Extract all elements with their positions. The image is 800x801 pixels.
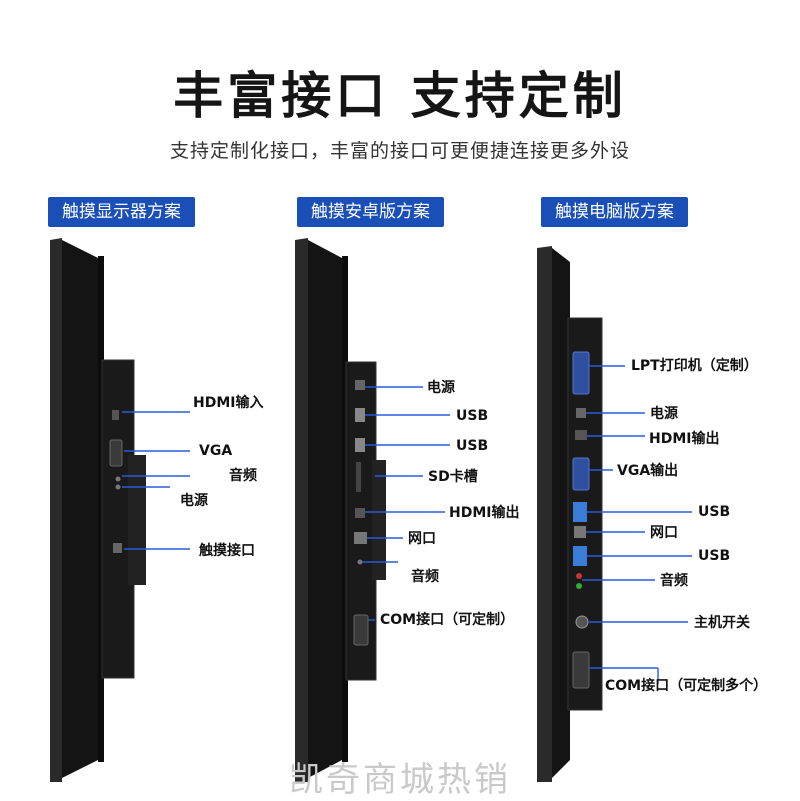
panel-1-title: 触摸显示器方案 [48, 197, 195, 227]
panel-3-port-lpt: LPT打印机（定制） [631, 358, 758, 374]
panel-1-leader-lines [122, 411, 190, 550]
panel-3-port-com: COM接口（可定制多个） [605, 678, 768, 694]
panel-1-port-vga: VGA [199, 443, 233, 459]
monitor-panel-3 [537, 246, 603, 782]
panel-2-port-audio: 音频 [411, 569, 439, 585]
panel-3-port-usb-1: USB [698, 504, 731, 520]
panel-3-port-power-switch: 主机开关 [694, 615, 750, 631]
monitor-panel-2 [295, 238, 386, 782]
panel-1-port-touch: 触摸接口 [199, 543, 255, 559]
panel-1-port-power: 电源 [180, 493, 208, 509]
panel-3-port-usb-2: USB [698, 548, 731, 564]
panel-1-port-audio: 音频 [229, 468, 257, 484]
panel-2-title: 触摸安卓版方案 [297, 197, 444, 227]
headline: 丰富接口 支持定制 [173, 67, 627, 125]
panel-2-port-power: 电源 [427, 380, 455, 396]
panel-2-port-usb-2: USB [456, 438, 489, 454]
panel-3-leader-lines [582, 365, 692, 684]
panel-2-port-lan: 网口 [408, 531, 436, 547]
watermark: 凯奇商城热销 [289, 760, 511, 800]
panel-3-port-power: 电源 [650, 406, 678, 422]
panel-3-port-audio: 音频 [660, 573, 688, 589]
panel-2-port-hdmi-out: HDMI输出 [449, 505, 520, 521]
monitor-panel-1 [50, 238, 146, 782]
panel-3-port-hdmi-out: HDMI输出 [649, 431, 720, 447]
panel-2-leader-lines [362, 386, 450, 621]
subtitle: 支持定制化接口，丰富的接口可更便捷连接更多外设 [169, 140, 630, 162]
panel-2-port-sd: SD卡槽 [428, 469, 478, 485]
panel-2-port-com: COM接口（可定制） [380, 612, 515, 628]
panel-1-port-hdmi-in: HDMI输入 [193, 395, 264, 411]
panel-2-port-usb-1: USB [456, 408, 489, 424]
panel-3-title: 触摸电脑版方案 [541, 197, 688, 227]
panel-3-port-lan: 网口 [650, 525, 678, 541]
panel-3-port-vga-out: VGA输出 [617, 463, 679, 479]
